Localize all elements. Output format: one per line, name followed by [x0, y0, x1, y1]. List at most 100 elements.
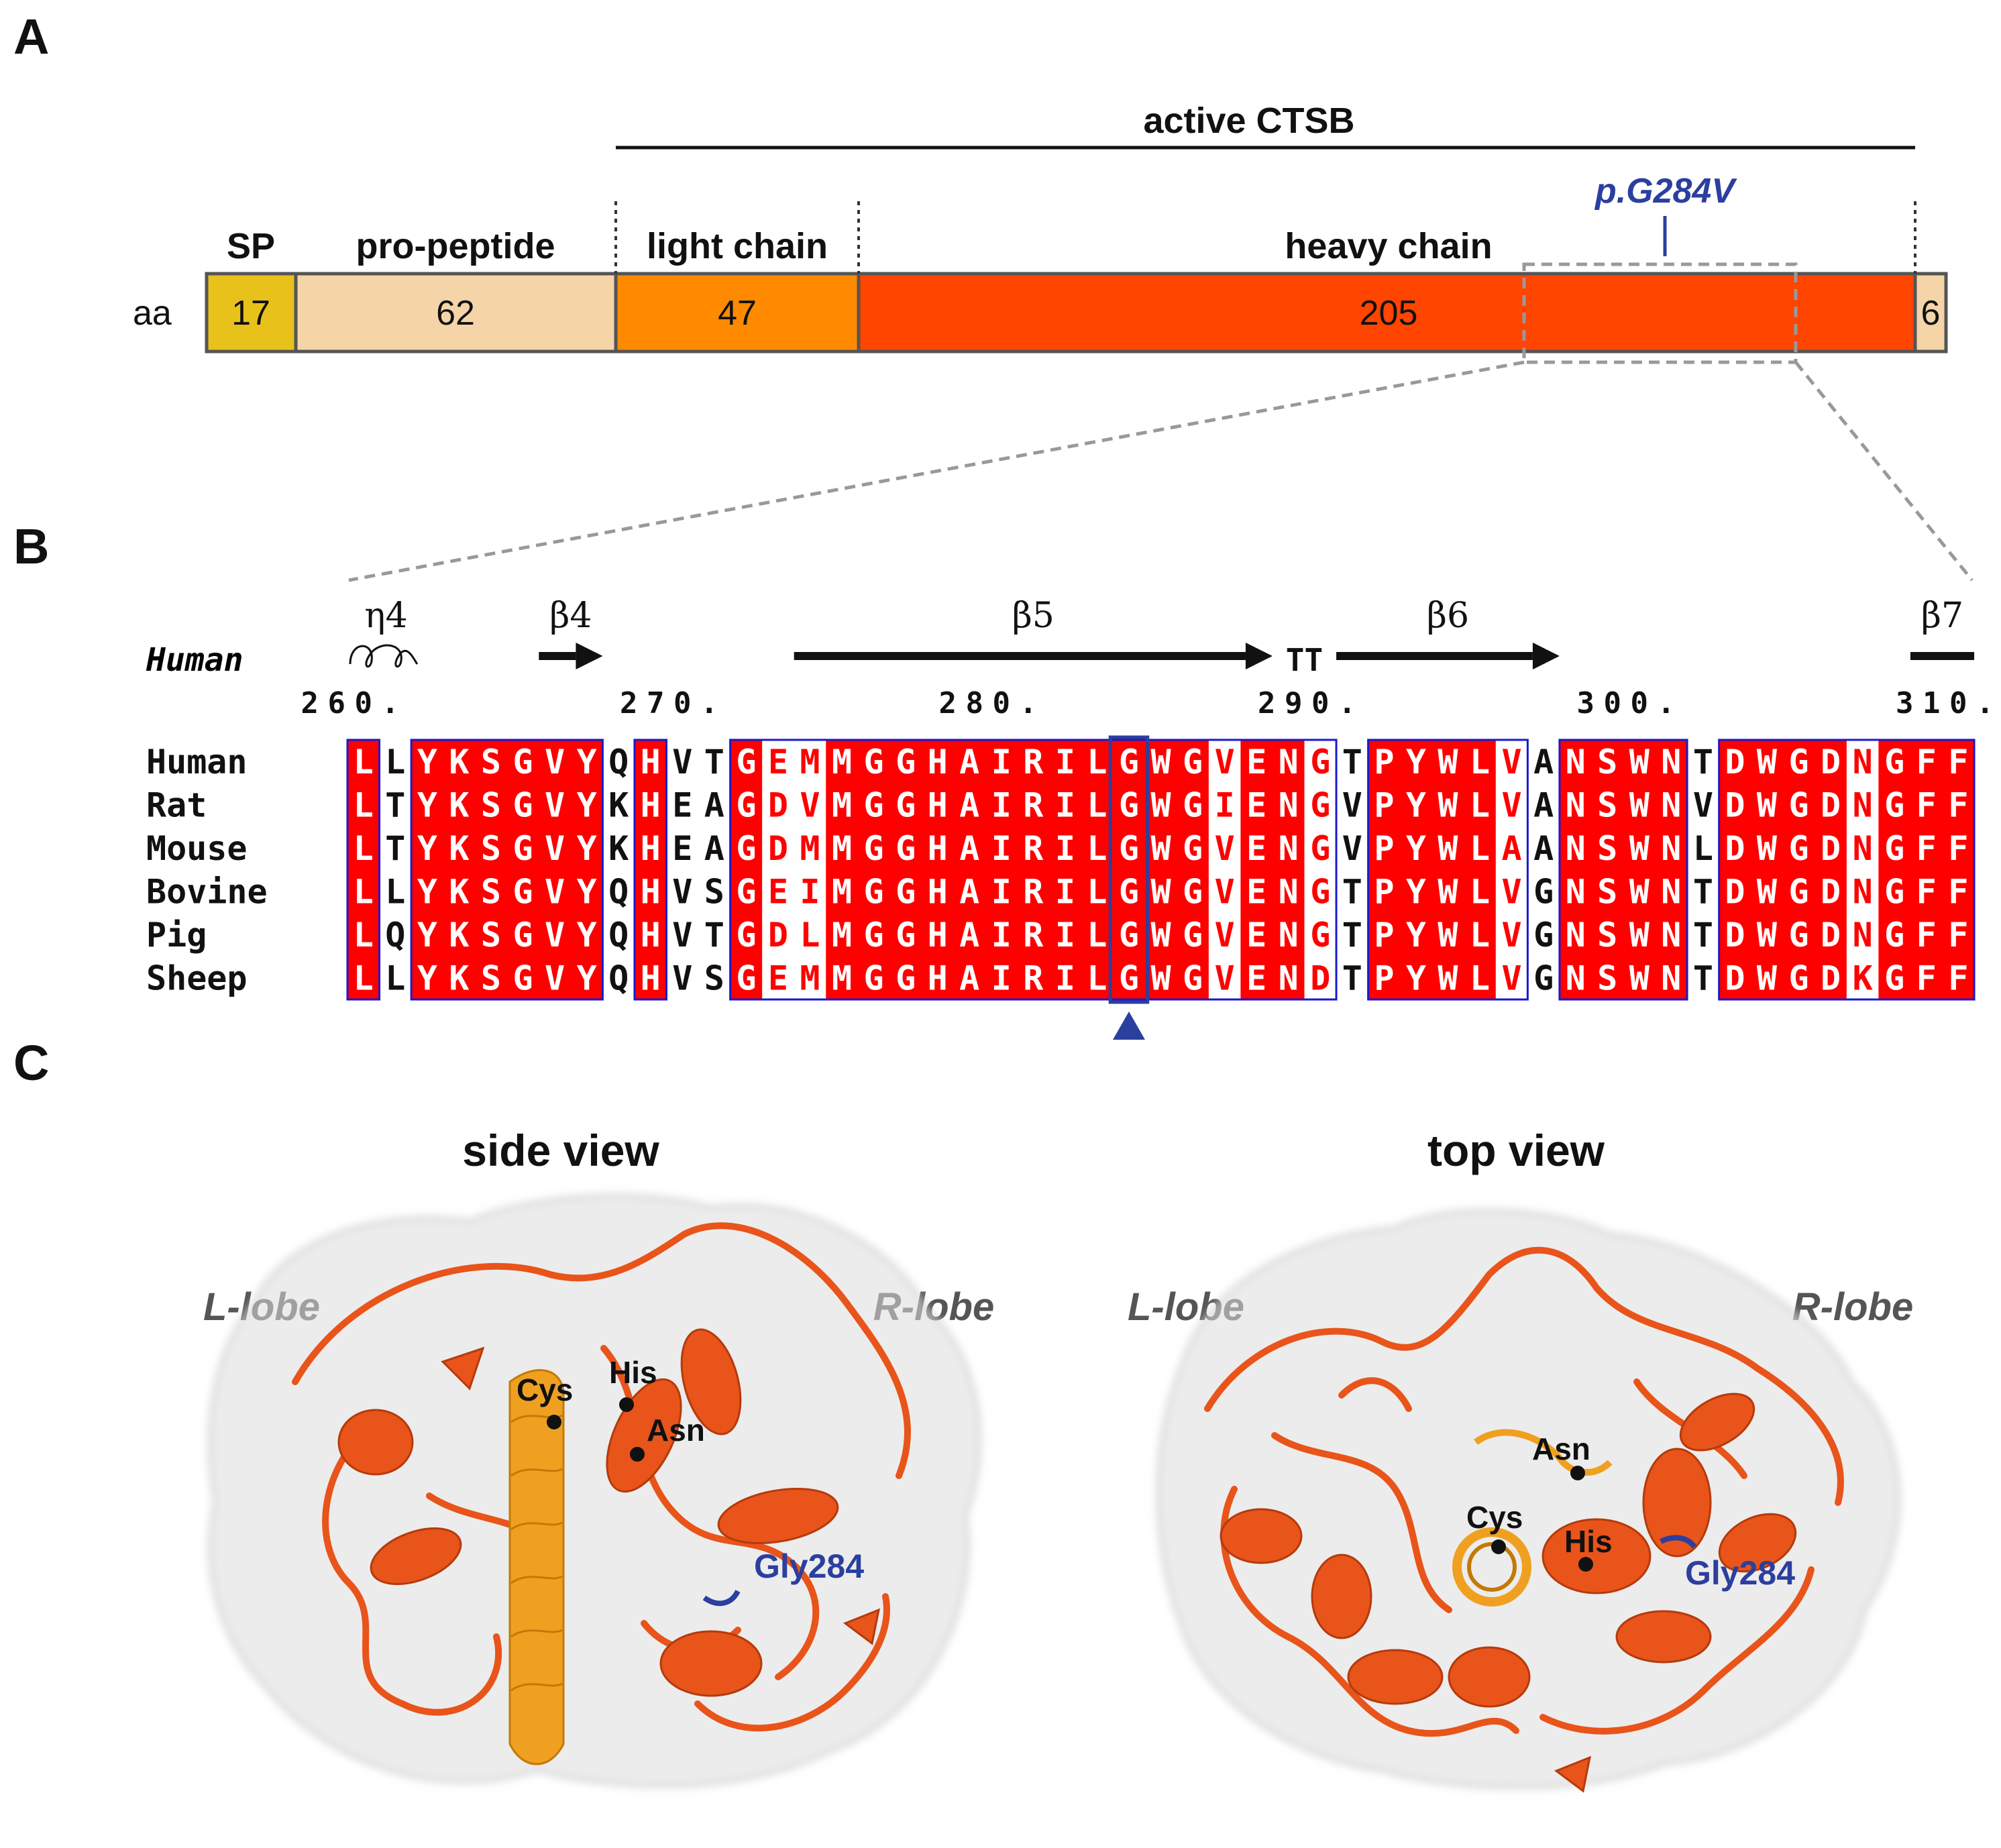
- ruler-digit: 2: [939, 686, 957, 720]
- residue-letter: R: [1023, 916, 1044, 955]
- secondary-structure-label: β6: [1427, 596, 1469, 636]
- cys-dot: [1491, 1539, 1506, 1554]
- ruler-digit: 6: [328, 686, 346, 720]
- residue-letter: A: [704, 786, 724, 825]
- similarity-box: [633, 739, 668, 1001]
- residue-letter: T: [704, 743, 724, 781]
- segment-propeptide-length: 62: [436, 294, 475, 333]
- ruler-digit: 0: [673, 686, 692, 720]
- residue-letter: V: [1502, 743, 1522, 781]
- residue-letter: V: [1502, 873, 1522, 912]
- heavy-chain-helices: [337, 1328, 881, 1697]
- gly284-label: Gly284: [1685, 1554, 1795, 1592]
- residue-letter: S: [481, 959, 501, 998]
- residue-letter: W: [1438, 873, 1458, 912]
- residue-letter: D: [768, 916, 788, 955]
- residue-letter: V: [545, 873, 565, 912]
- residue-letter: H: [928, 786, 948, 825]
- species-label: Pig: [146, 916, 207, 955]
- residue-letter: A: [1533, 743, 1554, 781]
- residue-letter: E: [1246, 959, 1266, 998]
- ruler-dot: .: [382, 686, 400, 720]
- residue-letter: G: [1119, 743, 1139, 781]
- cys-label: Cys: [517, 1372, 573, 1407]
- residue-letter: D: [1821, 786, 1841, 825]
- residue-letter: W: [1438, 959, 1458, 998]
- residue-letter: W: [1757, 743, 1778, 781]
- residue-letter: G: [896, 959, 916, 998]
- residue-letter: N: [1566, 873, 1586, 912]
- residue-letter: H: [641, 786, 661, 825]
- residue-letter: G: [864, 743, 884, 781]
- residue-letter: G: [512, 916, 533, 955]
- secondary-structure-label: β7: [1921, 596, 1963, 636]
- residue-letter: G: [1310, 743, 1330, 781]
- residue-letter: K: [449, 786, 469, 825]
- similarity-box: [346, 739, 381, 1001]
- residue-letter: D: [1725, 916, 1745, 955]
- residue-letter: P: [1374, 829, 1394, 868]
- strand-arrowhead: [576, 643, 603, 669]
- residue-letter: K: [449, 829, 469, 868]
- residue-letter: G: [1183, 786, 1203, 825]
- residue-letter: Y: [1406, 916, 1426, 955]
- residue-letter: P: [1374, 916, 1394, 955]
- residue-letter: L: [1087, 873, 1107, 912]
- species-label: Bovine: [146, 873, 268, 912]
- residue-letter: G: [736, 829, 756, 868]
- ruler-dot: .: [700, 686, 718, 720]
- residue-letter: F: [1916, 829, 1937, 868]
- residue-letter: L: [354, 786, 374, 825]
- residue-letter: P: [1374, 743, 1394, 781]
- residue-letter: S: [1597, 916, 1617, 955]
- residue-letter: H: [641, 829, 661, 868]
- light-chain-helix: [508, 1369, 565, 1765]
- residue-letter: G: [1533, 873, 1554, 912]
- residue-letter: N: [1279, 916, 1299, 955]
- residue-letter: V: [1215, 829, 1235, 868]
- molecular-surface: [208, 1194, 981, 1788]
- ruler-digit: 0: [355, 686, 373, 720]
- residue-letter: K: [449, 743, 469, 781]
- residue-letter: G: [896, 829, 916, 868]
- residue-letter: W: [1438, 786, 1458, 825]
- conserved-block: [634, 740, 667, 999]
- his-label: His: [609, 1355, 657, 1390]
- residue-letter: H: [641, 743, 661, 781]
- ruler-digit: 7: [647, 686, 665, 720]
- residue-letter: S: [1597, 786, 1617, 825]
- residue-letter: I: [1055, 873, 1075, 912]
- residue-letter: V: [800, 786, 820, 825]
- residue-letter: M: [832, 916, 852, 955]
- residue-letter: G: [1788, 873, 1808, 912]
- residue-letter: W: [1629, 743, 1650, 781]
- residue-letter: Y: [1406, 743, 1426, 781]
- residue-letter: G: [1884, 916, 1904, 955]
- residue-letter: N: [1566, 829, 1586, 868]
- residue-letter: R: [1023, 786, 1044, 825]
- ruler-digit: 3: [1577, 686, 1595, 720]
- residue-letter: N: [1279, 786, 1299, 825]
- residue-letter: V: [672, 959, 692, 998]
- residue-letter: S: [481, 786, 501, 825]
- residue-letter: E: [672, 829, 692, 868]
- residue-letter: E: [1246, 873, 1266, 912]
- residue-letter: L: [1087, 916, 1107, 955]
- residue-letter: N: [1566, 743, 1586, 781]
- residue-letter: K: [608, 786, 629, 825]
- residue-letter: L: [1470, 829, 1490, 868]
- residue-letter: S: [481, 873, 501, 912]
- residue-letter: K: [608, 829, 629, 868]
- gly284-stick: [1660, 1535, 1697, 1549]
- conserved-block: [1368, 740, 1496, 999]
- residue-letter: L: [1693, 829, 1713, 868]
- residue-letter: S: [1597, 743, 1617, 781]
- residue-letter: D: [1725, 829, 1745, 868]
- residue-letter: D: [1821, 959, 1841, 998]
- similarity-box: [1367, 739, 1529, 1001]
- strand-arrow: [1910, 652, 1975, 660]
- residue-letter: G: [1183, 959, 1203, 998]
- residue-letter: N: [1279, 829, 1299, 868]
